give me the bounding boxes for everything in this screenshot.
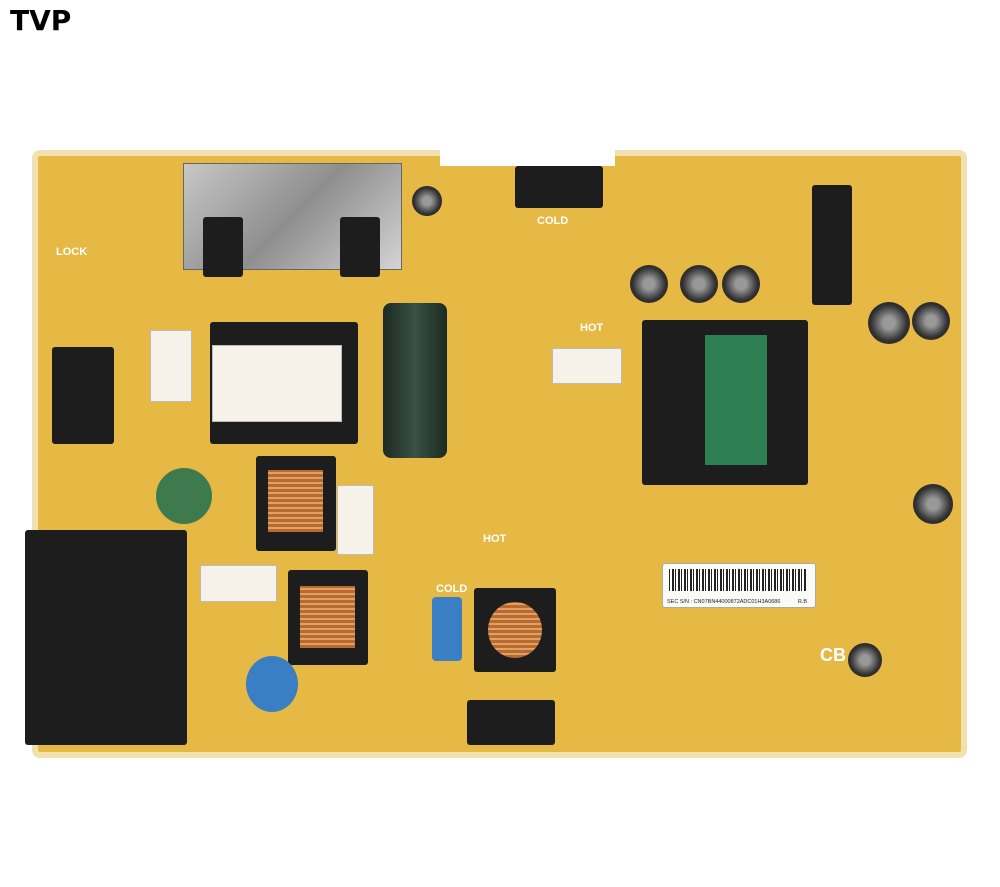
capacitor	[630, 265, 668, 303]
ac-inlet-socket	[25, 530, 187, 745]
capacitor	[912, 302, 950, 340]
relay	[552, 348, 622, 384]
transformer-label	[212, 345, 342, 422]
serial-number: SEC S/N : CN07BN44000872ADC01H3A0686	[667, 599, 781, 605]
capacitor	[913, 484, 953, 524]
capacitor	[868, 302, 910, 344]
transistor	[203, 217, 243, 277]
inductor-winding	[488, 602, 542, 658]
transistor	[340, 217, 380, 277]
silkscreen-cold: COLD	[436, 583, 468, 595]
choke-winding	[300, 586, 355, 648]
serial-sticker: SEC S/N : CN07BN44000872ADC01H3A0686 R.B	[662, 563, 816, 608]
transformer-tape	[705, 335, 767, 465]
diode-array	[812, 185, 852, 305]
fuse-resistor	[337, 485, 374, 555]
capacitor-box	[200, 565, 277, 602]
silkscreen-lock: LOCK	[56, 246, 88, 258]
revision: R.B	[797, 599, 807, 605]
thermistor	[156, 468, 212, 524]
barcode	[669, 569, 807, 591]
varistor	[246, 656, 298, 712]
relay	[150, 330, 192, 402]
bulk-capacitor	[383, 303, 447, 458]
capacitor	[680, 265, 718, 303]
silkscreen-cb: CB	[820, 645, 846, 665]
silkscreen-hot: HOT	[483, 533, 507, 545]
board-notch	[440, 150, 615, 166]
bridge-rectifier	[52, 347, 114, 444]
connector	[467, 700, 555, 745]
capacitor	[412, 186, 442, 216]
x-capacitor	[432, 597, 462, 661]
connector	[515, 166, 603, 208]
silkscreen-cold: COLD	[537, 215, 569, 227]
silkscreen-hot: HOT	[580, 322, 604, 334]
choke-winding	[268, 470, 323, 532]
capacitor	[722, 265, 760, 303]
watermark: TVP	[10, 4, 72, 37]
capacitor	[848, 643, 882, 677]
